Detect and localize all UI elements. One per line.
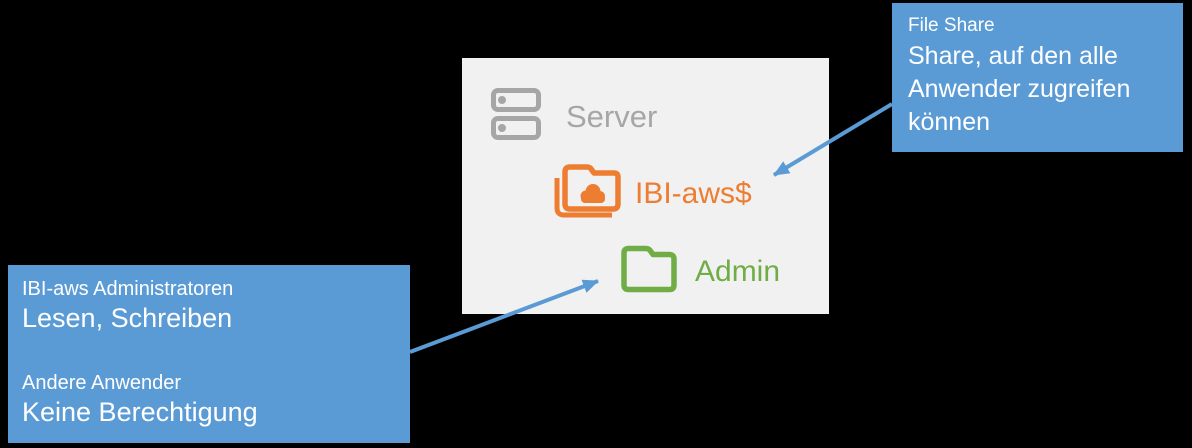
server-icon: [488, 85, 544, 148]
file-share-callout-body: Share, auf den alle Anwender zugreifen k…: [908, 42, 1131, 136]
file-share-callout: File Share Share, auf den alle Anwender …: [892, 3, 1183, 152]
server-row: Server: [488, 85, 657, 148]
admins-group-label: IBI-aws Administratoren: [22, 278, 234, 300]
others-rights-label: Keine Berechtigung: [22, 397, 258, 427]
permissions-callout: IBI-aws Administratoren Lesen, Schreiben…: [8, 265, 410, 443]
admin-folder-label: Admin: [695, 254, 781, 288]
admin-folder-row: Admin: [618, 243, 780, 300]
server-label: Server: [566, 99, 658, 134]
file-share-row: IBI-aws$: [550, 160, 752, 227]
admins-rights-label: Lesen, Schreiben: [22, 303, 233, 333]
file-share-label: IBI-aws$: [635, 176, 752, 210]
folder-icon: [618, 243, 680, 300]
server-panel: Server IBI-aws$: [462, 58, 829, 314]
others-group-label: Andere Anwender: [22, 372, 182, 394]
shared-cloud-folder-icon: [550, 160, 622, 227]
file-share-callout-title: File Share: [908, 15, 995, 36]
